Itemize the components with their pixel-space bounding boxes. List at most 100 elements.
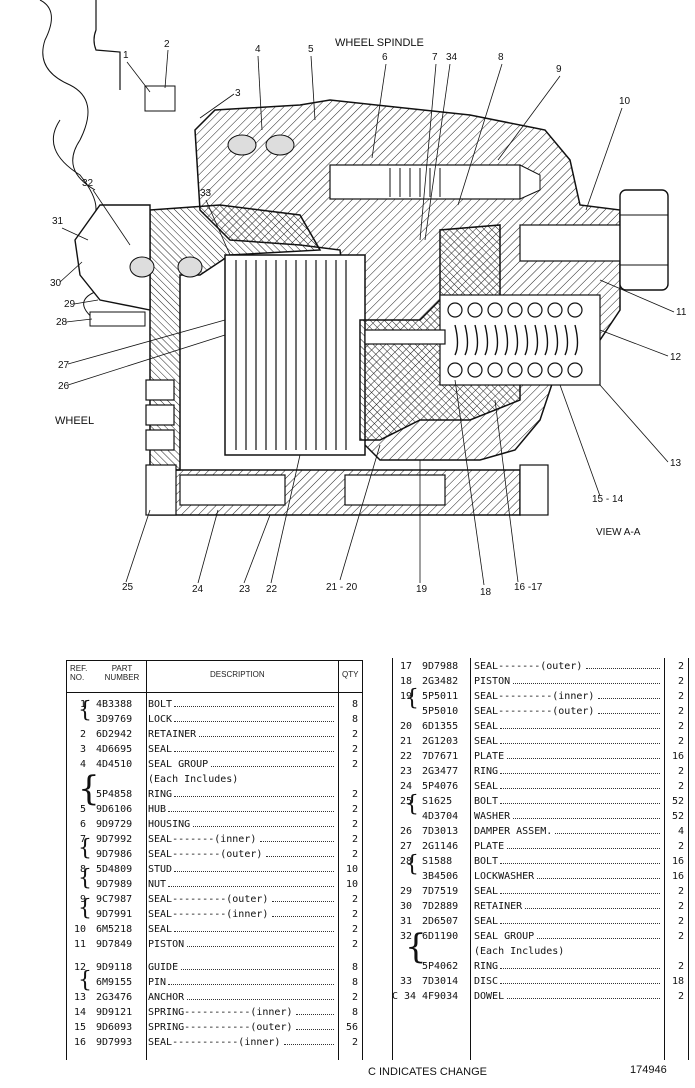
part-description: LOCK xyxy=(148,714,173,725)
part-number: 6M9155 xyxy=(96,977,133,988)
part-description: SEAL-----------(inner) xyxy=(148,1037,281,1048)
group-brace: { xyxy=(78,836,92,861)
quantity: 8 xyxy=(351,977,358,988)
callout: 22 xyxy=(266,584,278,595)
part-number: 9D6106 xyxy=(96,804,133,815)
quantity: 2 xyxy=(351,1037,358,1048)
ref-number: 3 xyxy=(79,744,86,755)
seal-group-left xyxy=(129,256,203,278)
parts-row: 25 S1625 BOLT 52 xyxy=(392,794,688,809)
callout: 3 xyxy=(235,88,241,99)
group-brace: { xyxy=(405,686,419,711)
callout: 13 xyxy=(670,458,682,469)
part-number: S1625 xyxy=(422,796,453,807)
callout: 6 xyxy=(382,52,388,63)
leader-dots xyxy=(500,854,660,864)
part-description: SPRING-----------(inner) xyxy=(148,1007,293,1018)
part-description: DOWEL xyxy=(474,991,505,1002)
callout: 31 xyxy=(52,216,64,227)
ref-number: 16 xyxy=(73,1037,86,1048)
part-number: 9D9121 xyxy=(96,1007,133,1018)
callout: 34 xyxy=(446,52,458,63)
leader-dots xyxy=(186,937,334,947)
part-description: DAMPER ASSEM. xyxy=(474,826,553,837)
leader-dots xyxy=(272,907,334,917)
quantity: 2 xyxy=(677,691,684,702)
callout: 9 xyxy=(556,64,562,75)
ref-number: 1 xyxy=(79,699,86,710)
bolt-28 xyxy=(89,311,146,327)
part-description: SEAL--------(outer) xyxy=(148,849,263,860)
quantity: 2 xyxy=(351,939,358,950)
callout: 7 xyxy=(432,52,438,63)
part-number: 9D7989 xyxy=(96,879,133,890)
ref-number: 10 xyxy=(73,924,86,935)
part-description: SEAL GROUP xyxy=(474,931,535,942)
quantity: 2 xyxy=(351,804,358,815)
quantity: 2 xyxy=(677,676,684,687)
part-description: SEAL-------(inner) xyxy=(148,834,257,845)
quantity: 2 xyxy=(351,992,358,1003)
break-line xyxy=(93,0,121,90)
part-description: RING xyxy=(148,789,173,800)
group-brace: { xyxy=(405,792,419,817)
callout: 25 xyxy=(122,582,134,593)
ref-number: 28 xyxy=(399,856,412,867)
callout: 32 xyxy=(82,178,94,189)
leader-dots xyxy=(500,794,660,804)
part-number: 9D7991 xyxy=(96,909,133,920)
ref-number: 25 xyxy=(399,796,412,807)
leader-dots xyxy=(168,802,334,812)
callout: 5 xyxy=(308,44,314,55)
ref-number: 13 xyxy=(73,992,86,1003)
callout: 26 xyxy=(58,381,70,392)
ref-number: 11 xyxy=(73,939,86,950)
bolt-1 xyxy=(144,85,176,112)
leader-dots xyxy=(500,884,660,894)
ref-number: 12 xyxy=(73,962,86,973)
ref-number: 15 xyxy=(73,1022,86,1033)
part-description: BOLT xyxy=(148,699,173,710)
leader-dots xyxy=(537,869,660,879)
ref-number: 6 xyxy=(79,819,86,830)
part-description: RING xyxy=(474,961,499,972)
quantity: 2 xyxy=(677,901,684,912)
ref-number: 29 xyxy=(399,886,412,897)
quantity: 18 xyxy=(671,976,684,987)
leader-dots xyxy=(168,975,334,985)
callout: 30 xyxy=(50,278,62,289)
ref-number: 5 xyxy=(79,804,86,815)
callout: 2 xyxy=(164,39,170,50)
exploded-section-drawing: WHEEL SPINDLE WHEEL VIEW A-A 1 2 3 4 5 6… xyxy=(39,0,687,598)
part-number: 9D7986 xyxy=(96,849,133,860)
group-brace: { xyxy=(78,896,92,921)
part-description: STUD xyxy=(148,864,173,875)
ref-number: 21 xyxy=(399,736,412,747)
part-number: 9D7992 xyxy=(96,834,133,845)
part-number: S1588 xyxy=(422,856,453,867)
callout: 21 - 20 xyxy=(326,582,358,593)
part-description: PLATE xyxy=(474,751,505,762)
quantity: 52 xyxy=(671,796,684,807)
group-brace: { xyxy=(78,769,100,809)
ref-number: 4 xyxy=(79,759,86,770)
part-description: WASHER xyxy=(474,811,511,822)
part-number: 7D3013 xyxy=(422,826,459,837)
quantity: 2 xyxy=(351,849,358,860)
part-description: SEAL-------(outer) xyxy=(474,661,583,672)
part-description: BOLT xyxy=(474,796,499,807)
leader-dots xyxy=(296,1020,334,1030)
quantity: 10 xyxy=(345,864,358,875)
